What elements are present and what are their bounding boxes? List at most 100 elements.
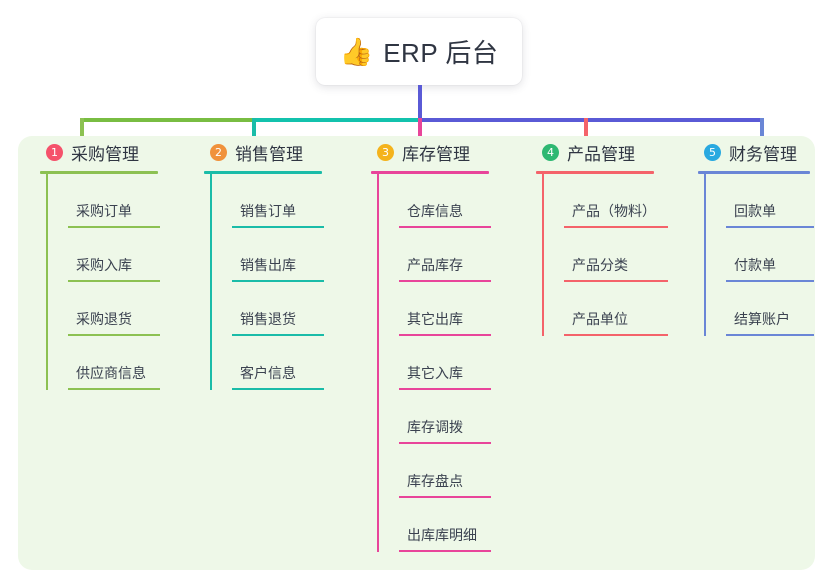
root-node-card[interactable]: 👍 ERP 后台 bbox=[316, 18, 522, 85]
list-item-rule bbox=[726, 334, 814, 336]
list-item[interactable]: 产品库存 bbox=[399, 228, 521, 282]
list-item-rule bbox=[232, 334, 324, 336]
column-2: 2 销售管理销售订单销售出库销售退货客户信息 bbox=[204, 136, 354, 390]
list-item-label: 供应商信息 bbox=[76, 365, 146, 381]
column-rule-1 bbox=[40, 171, 158, 174]
list-item-label: 付款单 bbox=[734, 257, 776, 273]
column-badge-4: 4 bbox=[542, 143, 559, 161]
list-item-label: 采购订单 bbox=[76, 203, 132, 219]
column-header-5[interactable]: 5 财务管理 bbox=[698, 136, 839, 168]
column-spine-4 bbox=[542, 174, 544, 336]
column-badge-3: 3 bbox=[377, 143, 394, 161]
list-item-label: 产品库存 bbox=[407, 257, 463, 273]
list-item-rule bbox=[399, 550, 491, 552]
list-item-rule bbox=[232, 226, 324, 228]
list-item-rule bbox=[399, 496, 491, 498]
list-item-label: 销售退货 bbox=[240, 311, 296, 327]
list-item[interactable]: 销售退货 bbox=[232, 282, 354, 336]
list-item[interactable]: 销售出库 bbox=[232, 228, 354, 282]
column-3: 3 库存管理仓库信息产品库存其它出库其它入库库存调拨库存盘点出库库明细 bbox=[371, 136, 521, 552]
list-item[interactable]: 其它入库 bbox=[399, 336, 521, 390]
list-item-rule bbox=[726, 280, 814, 282]
list-item[interactable]: 供应商信息 bbox=[68, 336, 190, 390]
list-item-rule bbox=[564, 334, 668, 336]
root-stem-connector bbox=[418, 85, 422, 118]
column-rule-3 bbox=[371, 171, 489, 174]
bus-segment-indigo bbox=[418, 118, 760, 122]
list-item-rule bbox=[68, 226, 160, 228]
list-item-label: 其它入库 bbox=[407, 365, 463, 381]
list-item[interactable]: 销售订单 bbox=[232, 174, 354, 228]
list-item[interactable]: 客户信息 bbox=[232, 336, 354, 390]
list-item[interactable]: 采购入库 bbox=[68, 228, 190, 282]
list-item-rule bbox=[68, 280, 160, 282]
column-spine-3 bbox=[377, 174, 379, 552]
list-item[interactable]: 库存盘点 bbox=[399, 444, 521, 498]
list-item-label: 库存调拨 bbox=[407, 419, 463, 435]
list-item-rule bbox=[232, 388, 324, 390]
root-node-title: ERP 后台 bbox=[383, 38, 499, 68]
list-item-label: 产品（物料） bbox=[572, 203, 656, 219]
list-item[interactable]: 其它出库 bbox=[399, 282, 521, 336]
list-item[interactable]: 回款单 bbox=[726, 174, 839, 228]
list-item[interactable]: 产品分类 bbox=[564, 228, 686, 282]
list-item-rule bbox=[68, 334, 160, 336]
list-item[interactable]: 产品单位 bbox=[564, 282, 686, 336]
column-rule-4 bbox=[536, 171, 654, 174]
list-item-label: 产品分类 bbox=[572, 257, 628, 273]
list-item[interactable]: 产品（物料） bbox=[564, 174, 686, 228]
column-badge-2: 2 bbox=[210, 143, 227, 161]
column-title-2: 销售管理 bbox=[235, 144, 303, 164]
list-item[interactable]: 库存调拨 bbox=[399, 390, 521, 444]
list-item-rule bbox=[399, 280, 491, 282]
list-item-label: 销售订单 bbox=[240, 203, 296, 219]
list-item-label: 采购退货 bbox=[76, 311, 132, 327]
list-item-rule bbox=[564, 280, 668, 282]
column-item-list-2: 销售订单销售出库销售退货客户信息 bbox=[210, 174, 354, 390]
list-item-label: 采购入库 bbox=[76, 257, 132, 273]
list-item-rule bbox=[232, 280, 324, 282]
column-item-list-4: 产品（物料） 产品分类产品单位 bbox=[542, 174, 686, 336]
column-5: 5 财务管理回款单付款单结算账户 bbox=[698, 136, 839, 336]
column-item-list-5: 回款单付款单结算账户 bbox=[704, 174, 839, 336]
list-item-label: 产品单位 bbox=[572, 311, 628, 327]
list-item-rule bbox=[68, 388, 160, 390]
column-title-5: 财务管理 bbox=[729, 144, 797, 164]
list-item-rule bbox=[726, 226, 814, 228]
list-item-label: 回款单 bbox=[734, 203, 776, 219]
list-item[interactable]: 仓库信息 bbox=[399, 174, 521, 228]
list-item-rule bbox=[399, 388, 491, 390]
column-item-list-3: 仓库信息产品库存其它出库其它入库库存调拨库存盘点出库库明细 bbox=[377, 174, 521, 552]
column-item-list-1: 采购订单采购入库采购退货供应商信息 bbox=[46, 174, 190, 390]
list-item-label: 库存盘点 bbox=[407, 473, 463, 489]
bus-segment-green bbox=[80, 118, 252, 122]
list-item-label: 销售出库 bbox=[240, 257, 296, 273]
column-header-3[interactable]: 3 库存管理 bbox=[371, 136, 521, 168]
column-badge-5: 5 bbox=[704, 143, 721, 161]
column-title-3: 库存管理 bbox=[402, 144, 470, 164]
list-item[interactable]: 付款单 bbox=[726, 228, 839, 282]
list-item-label: 仓库信息 bbox=[407, 203, 463, 219]
list-item[interactable]: 采购退货 bbox=[68, 282, 190, 336]
list-item[interactable]: 结算账户 bbox=[726, 282, 839, 336]
column-rule-2 bbox=[204, 171, 322, 174]
bus-segment-teal bbox=[252, 118, 422, 122]
list-item-rule bbox=[564, 226, 668, 228]
list-item-label: 结算账户 bbox=[734, 311, 790, 327]
column-header-2[interactable]: 2 销售管理 bbox=[204, 136, 354, 168]
thumbs-up-icon: 👍 bbox=[339, 37, 374, 67]
list-item[interactable]: 采购订单 bbox=[68, 174, 190, 228]
list-item[interactable]: 出库库明细 bbox=[399, 498, 521, 552]
list-item-rule bbox=[399, 334, 491, 336]
list-item-rule bbox=[399, 226, 491, 228]
column-spine-2 bbox=[210, 174, 212, 390]
column-spine-1 bbox=[46, 174, 48, 390]
list-item-label: 其它出库 bbox=[407, 311, 463, 327]
list-item-label: 出库库明细 bbox=[407, 527, 477, 543]
column-rule-5 bbox=[698, 171, 810, 174]
